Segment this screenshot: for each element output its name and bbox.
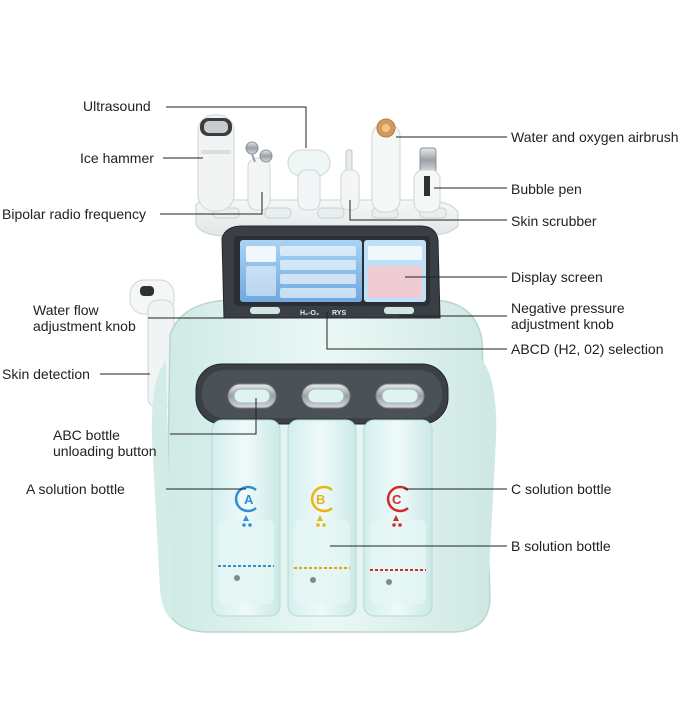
body-side-left <box>151 360 172 620</box>
cold-hammer-head <box>287 149 331 211</box>
label-abcd-selection: ABCD (H2, 02) selection <box>511 341 664 357</box>
label-ice-hammer: Ice hammer <box>80 150 154 166</box>
leader-ultrasound <box>166 106 307 148</box>
label-neg-pressure-line1: Negative pressure <box>511 300 625 316</box>
label-abc-unloading: ABC bottle unloading button <box>53 427 157 459</box>
skin-detection-handpiece <box>129 279 175 409</box>
label-bipolar-rf: Bipolar radio frequency <box>2 206 146 222</box>
label-neg-pressure-knob: Negative pressure adjustment knob <box>511 300 625 332</box>
unload-button-b[interactable] <box>301 383 351 409</box>
leader-lines <box>100 106 507 547</box>
label-neg-pressure-line2: adjustment knob <box>511 316 614 332</box>
label-ultrasound: Ultrasound <box>83 98 151 114</box>
label-b-solution: B solution bottle <box>511 538 611 554</box>
brand-right: RYS <box>332 310 346 317</box>
label-water-flow-line2: adjustment knob <box>33 318 136 334</box>
svg-text:A: A <box>244 492 254 507</box>
leader-abcd-selection <box>326 312 507 350</box>
label-water-flow-knob: Water flow adjustment knob <box>33 302 136 334</box>
leader-abc-bottle <box>170 398 257 435</box>
unload-button-c[interactable] <box>375 383 425 409</box>
bottle-b-logo: B <box>310 485 333 527</box>
body-side-right <box>476 360 497 620</box>
bipolar-rf-handpiece <box>245 141 273 211</box>
bottle-c <box>363 419 433 617</box>
ultrasound-handpiece <box>197 114 235 212</box>
skin-scrubber-handpiece <box>340 149 360 211</box>
label-water-oxygen: Water and oxygen airbrush <box>511 129 679 145</box>
bottle-a-logo: A <box>234 485 257 527</box>
label-c-solution: C solution bottle <box>511 481 612 497</box>
label-bubble-pen: Bubble pen <box>511 181 582 197</box>
svg-text:C: C <box>392 492 402 507</box>
bottle-b <box>287 419 357 617</box>
display-screen <box>221 225 441 319</box>
leader-skin-scrubber <box>349 200 507 221</box>
label-water-flow-line1: Water flow <box>33 302 99 318</box>
label-display-screen: Display screen <box>511 269 603 285</box>
tray-slot-2 <box>264 207 292 219</box>
label-abc-line2: unloading button <box>53 443 157 459</box>
tray-slot-3 <box>317 207 345 219</box>
unload-button-a[interactable] <box>227 383 277 409</box>
airbrush-handpiece <box>371 118 401 213</box>
label-a-solution: A solution bottle <box>26 481 125 497</box>
label-skin-scrubber: Skin scrubber <box>511 213 597 229</box>
label-abc-line1: ABC bottle <box>53 427 120 443</box>
bubble-pen-handpiece <box>413 147 441 213</box>
leader-bipolar-rf <box>160 192 263 215</box>
bottle-c-logo: C <box>386 485 409 527</box>
brand-left: H₂-O₂ <box>300 310 319 317</box>
label-skin-detection: Skin detection <box>2 366 90 382</box>
svg-text:B: B <box>316 492 325 507</box>
